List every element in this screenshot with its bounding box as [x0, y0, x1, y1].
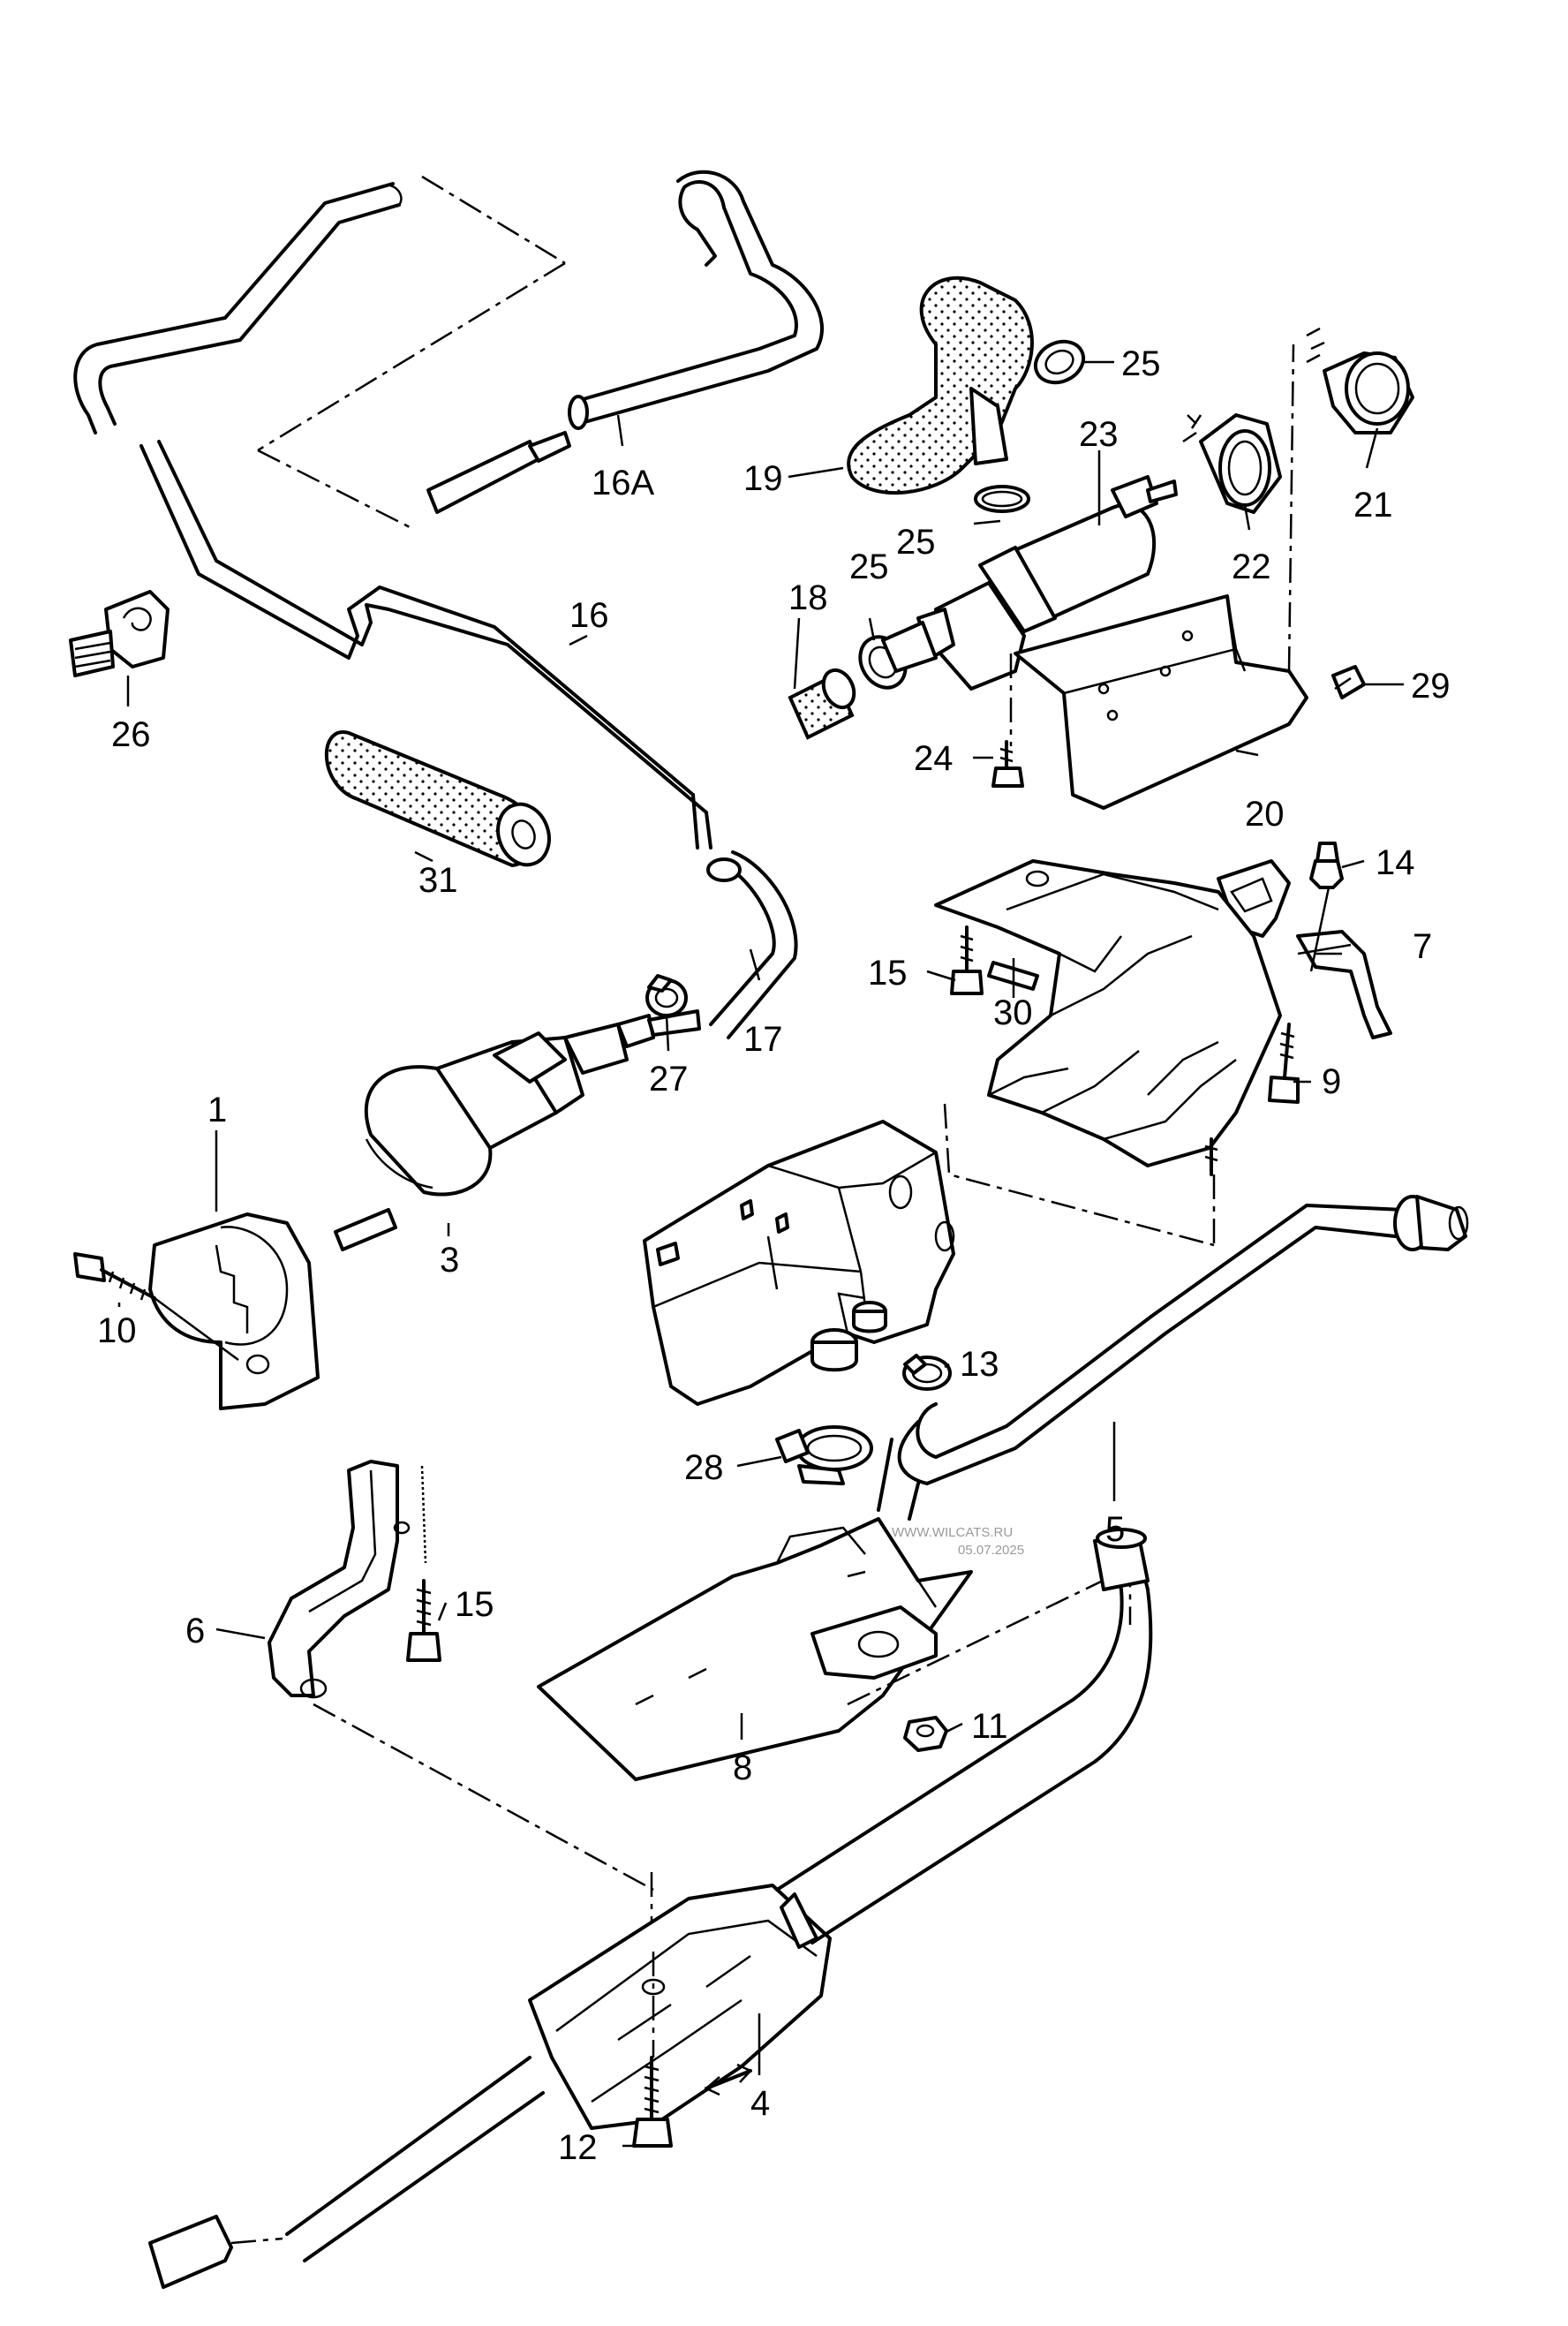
callout-25-middle: 25 — [896, 523, 936, 562]
bracket-1 — [148, 1212, 320, 1410]
bracket-ring-22 — [1182, 413, 1282, 514]
leader-lines — [117, 360, 1404, 2148]
watermark-date: 05.07.2025 — [958, 1543, 1024, 1558]
callout-9: 9 — [1322, 1062, 1341, 1101]
bracket-6 — [268, 1460, 411, 1699]
callout-17: 17 — [743, 1020, 783, 1059]
fuel-hose-16 — [73, 182, 712, 850]
callout-6: 6 — [185, 1612, 205, 1650]
bolt-under-frame — [1204, 1137, 1218, 1176]
nut-14 — [1309, 842, 1344, 889]
heater-unit — [643, 1120, 955, 1406]
callout-3: 3 — [440, 1241, 459, 1280]
callout-28: 28 — [684, 1448, 724, 1487]
callout-25-upper: 25 — [1121, 344, 1161, 383]
callout-25-lower: 25 — [849, 548, 889, 586]
callout-5: 5 — [1105, 1510, 1125, 1549]
callout-15-lower: 15 — [455, 1585, 494, 1624]
callout-16a: 16A — [592, 464, 654, 502]
callout-15-upper: 15 — [868, 954, 908, 993]
callout-11: 11 — [971, 1707, 1008, 1746]
dash-link-6-4 — [313, 1703, 654, 1892]
fuel-hose-17 — [706, 850, 798, 1039]
nut-11 — [903, 1716, 948, 1752]
callout-14: 14 — [1376, 843, 1415, 882]
callout-19: 19 — [743, 459, 783, 498]
clamp-28 — [775, 1425, 873, 1485]
screw-24 — [991, 740, 1024, 788]
dash-link-frame-left — [943, 1103, 1215, 1247]
bolt-9 — [1268, 1023, 1300, 1104]
clamp-27 — [645, 974, 688, 1017]
mounting-frame-30 — [934, 859, 1282, 1167]
callout-31: 31 — [418, 861, 458, 900]
callout-23: 23 — [1079, 415, 1119, 454]
watermark: WWW.WILCATS.RU 05.07.2025 — [892, 1525, 1024, 1558]
callout-12: 12 — [558, 2128, 598, 2167]
circulation-pump-23 — [881, 475, 1178, 691]
callout-8: 8 — [733, 1748, 752, 1787]
heat-shield-20 — [1014, 594, 1308, 810]
callout-10: 10 — [97, 1311, 137, 1350]
callout-27: 27 — [649, 1060, 689, 1099]
callout-29: 29 — [1411, 667, 1451, 706]
foam-sleeve-31 — [324, 730, 551, 868]
heat-shield-plate-8 — [537, 1517, 973, 1781]
callout-16: 16 — [569, 596, 609, 635]
dash-link-14 — [1309, 887, 1331, 972]
clamp-25-middle — [974, 485, 1030, 513]
dash-links-16a — [257, 175, 566, 532]
clip-26 — [69, 590, 170, 677]
callout-1: 1 — [207, 1091, 227, 1129]
callout-13: 13 — [960, 1345, 999, 1384]
callout-26: 26 — [111, 715, 151, 754]
callout-4: 4 — [750, 2084, 770, 2123]
exhaust-pipe-5 — [877, 1195, 1469, 1521]
bolt-15-lower — [406, 1465, 441, 1662]
callout-20: 20 — [1245, 795, 1285, 834]
foam-hose-19 — [847, 276, 1034, 495]
callout-21: 21 — [1353, 486, 1393, 525]
bolt-15-upper — [950, 925, 984, 995]
bolt-12 — [632, 1952, 673, 2148]
dash-link-20-21 — [1287, 344, 1295, 672]
callout-30: 30 — [993, 993, 1033, 1032]
fuel-hose-16a — [426, 170, 824, 514]
foam-sleeve-18 — [788, 668, 856, 740]
clip-29 — [1331, 665, 1366, 699]
metering-pump-3 — [334, 1009, 701, 1251]
callout-labels: 1 3 4 5 6 7 8 9 10 11 12 13 14 15 15 16 … — [97, 344, 1451, 2167]
callout-24: 24 — [914, 739, 954, 778]
clamp-13 — [902, 1354, 952, 1391]
screw-10 — [73, 1252, 239, 1362]
callout-18: 18 — [788, 578, 828, 617]
muffler-4 — [148, 1528, 1153, 2289]
callout-22: 22 — [1232, 548, 1271, 586]
clamp-ring-21 — [1306, 327, 1414, 434]
callout-7: 7 — [1413, 927, 1432, 966]
watermark-site: WWW.WILCATS.RU — [892, 1525, 1013, 1540]
clamp-25-upper — [1033, 339, 1086, 385]
